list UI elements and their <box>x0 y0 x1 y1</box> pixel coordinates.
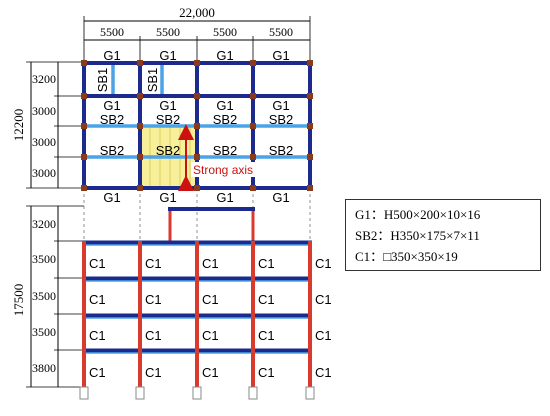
c1-label: C1 <box>258 256 275 271</box>
strong-axis-label-bg <box>191 162 261 177</box>
strong-axis-label: Strong axis <box>193 163 253 177</box>
columns <box>82 241 312 387</box>
row-height-label: 3500 <box>32 252 56 266</box>
g1-label: G1 <box>216 48 233 63</box>
sb2-label: SB2 <box>100 143 125 158</box>
c1-label: C1 <box>89 328 106 343</box>
sb2-label: SB2 <box>156 112 181 127</box>
c1-label: C1 <box>89 292 106 307</box>
left-dimensions-upper: 12200 3200 3000 3000 3000 <box>11 61 84 189</box>
legend-key: C1 <box>355 249 371 264</box>
g1-label: G1 <box>272 98 289 113</box>
row-height-label: 3500 <box>32 325 56 339</box>
legend-row-c1: C1：□350×350×19 <box>355 246 540 267</box>
row-height-label: 3000 <box>32 135 56 149</box>
c1-label: C1 <box>202 292 219 307</box>
g1-label: G1 <box>159 190 176 205</box>
section-legend: G1：H500×200×10×16 SB2：H350×175×7×11 C1：□… <box>345 199 541 271</box>
sb2-label: SB2 <box>269 112 294 127</box>
c1-label: C1 <box>202 328 219 343</box>
c1-label: C1 <box>145 256 162 271</box>
c1-label: C1 <box>89 365 106 380</box>
c1-label: C1 <box>315 365 332 380</box>
g1-label: G1 <box>103 48 120 63</box>
g1-label: G1 <box>216 98 233 113</box>
sb2-label: SB2 <box>269 143 294 158</box>
c1-label: C1 <box>145 292 162 307</box>
floor-plan: G1 G1 G1 G1 G1 G1 G1 G1 G1 G1 G1 G1 SB1 … <box>81 48 313 205</box>
sb2-label: SB2 <box>100 112 125 127</box>
plan-nodes <box>81 60 313 191</box>
c1-label: C1 <box>258 328 275 343</box>
c1-label: C1 <box>145 365 162 380</box>
top-frame <box>168 209 255 242</box>
g1-label: G1 <box>159 48 176 63</box>
row-height-label: 3000 <box>32 104 56 118</box>
c1-label: C1 <box>202 365 219 380</box>
g1-label: G1 <box>272 190 289 205</box>
row-height-label: 3000 <box>32 166 56 180</box>
legend-row-g1: G1：H500×200×10×16 <box>355 204 540 225</box>
legend-key: G1 <box>355 207 371 222</box>
legend-row-sb2: SB2：H350×175×7×11 <box>355 225 540 246</box>
sb2-label: SB2 <box>156 143 181 158</box>
c1-label: C1 <box>315 256 332 271</box>
bay-width-label: 5500 <box>269 25 293 39</box>
g1-label: G1 <box>159 98 176 113</box>
column-bases <box>79 386 315 400</box>
top-dimensions: 22,000 5500 5500 5500 5500 <box>83 5 311 62</box>
c1-label: C1 <box>315 292 332 307</box>
g1-label: G1 <box>103 98 120 113</box>
left-dimensions-lower: 17500 3200 3500 3500 3500 3800 <box>11 205 84 388</box>
lower-total-height-label: 17500 <box>11 284 26 317</box>
legend-key: SB2 <box>355 228 378 243</box>
grid-dashed-lines <box>83 188 311 242</box>
row-height-label: 3800 <box>32 361 56 375</box>
c1-label: C1 <box>258 365 275 380</box>
c1-label: C1 <box>89 256 106 271</box>
c1-label: C1 <box>202 256 219 271</box>
bay-width-label: 5500 <box>100 25 124 39</box>
bay-width-label: 5500 <box>156 25 180 39</box>
legend-sep: ： <box>370 249 384 264</box>
row-height-label: 3200 <box>32 72 56 86</box>
sb2-label: SB2 <box>213 143 238 158</box>
upper-total-height-label: 12200 <box>11 109 26 142</box>
legend-sep: ： <box>370 207 384 222</box>
g1-label: G1 <box>103 190 120 205</box>
g1-label: G1 <box>272 48 289 63</box>
legend-value: □350×350×19 <box>383 249 458 264</box>
sb1-label: SB1 <box>145 68 160 93</box>
row-height-label: 3200 <box>32 217 56 231</box>
sb2-labels: SB2 SB2 SB2 SB2 SB2 SB2 SB2 SB2 <box>100 112 294 158</box>
g1-labels: G1 G1 G1 G1 G1 G1 G1 G1 G1 G1 G1 G1 <box>103 48 289 205</box>
sb2-label: SB2 <box>213 112 238 127</box>
bay-width-label: 5500 <box>213 25 237 39</box>
row-height-label: 3500 <box>32 289 56 303</box>
legend-value: H350×175×7×11 <box>390 228 480 243</box>
legend-sep: ： <box>377 228 391 243</box>
c1-label: C1 <box>145 328 162 343</box>
g1-label: G1 <box>216 190 233 205</box>
legend-value: H500×200×10×16 <box>383 207 481 222</box>
c1-label: C1 <box>258 292 275 307</box>
total-width-label: 22,000 <box>179 5 215 20</box>
sb1-label: SB1 <box>95 68 110 93</box>
c1-label: C1 <box>315 328 332 343</box>
